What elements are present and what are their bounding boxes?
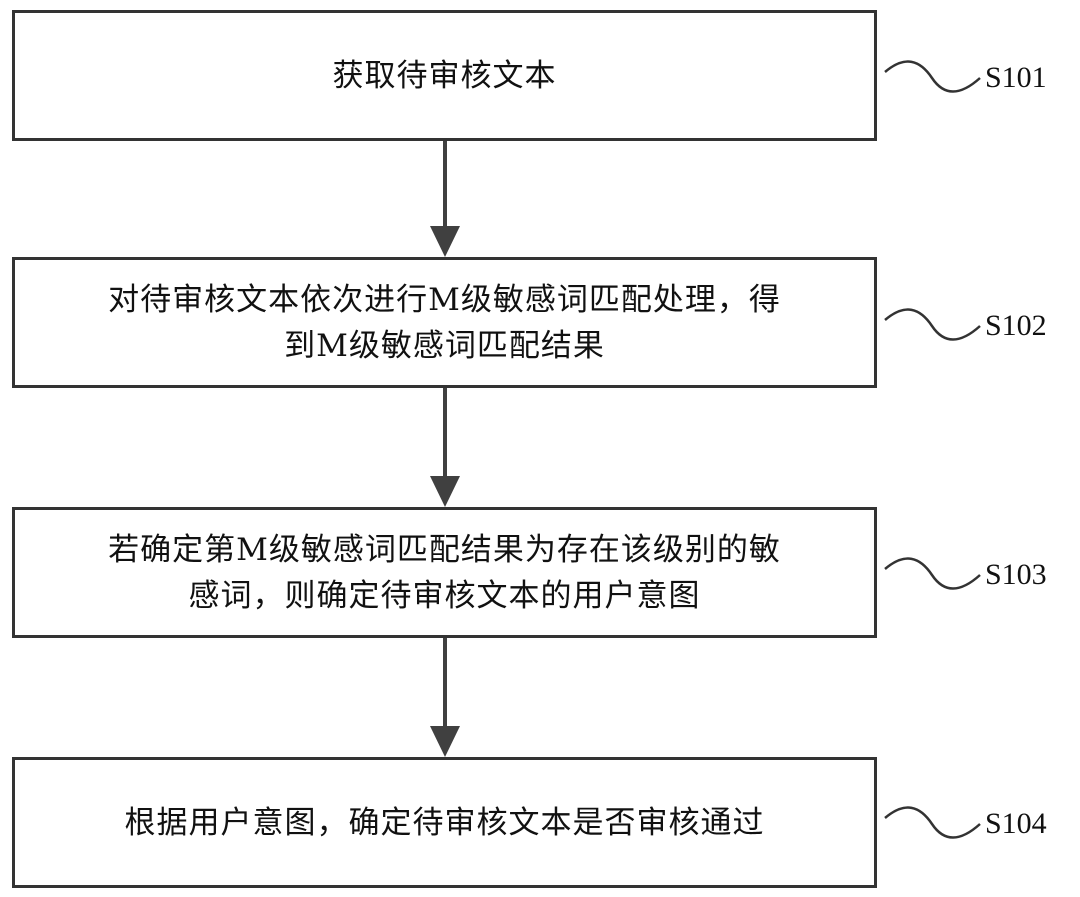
leader-line-s104 bbox=[884, 806, 981, 839]
step-text-s101: 获取待审核文本 bbox=[332, 57, 557, 94]
step-box-s101: 获取待审核文本 bbox=[12, 10, 877, 141]
leader-line-s101 bbox=[884, 60, 981, 93]
leader-line-s102 bbox=[884, 308, 981, 341]
arrow-s103-to-s104 bbox=[430, 638, 460, 757]
step-text-s102: 对待审核文本依次进行M级敏感词匹配处理，得 到M级敏感词匹配结果 bbox=[108, 281, 781, 364]
step-label-s104: S104 bbox=[985, 807, 1047, 840]
step-label-s103: S103 bbox=[985, 558, 1047, 591]
step-box-s102: 对待审核文本依次进行M级敏感词匹配处理，得 到M级敏感词匹配结果 bbox=[12, 257, 877, 388]
step-label-s101: S101 bbox=[985, 61, 1047, 94]
arrow-s102-to-s103 bbox=[430, 388, 460, 507]
arrow-s101-to-s102 bbox=[430, 141, 460, 257]
step-box-s104: 根据用户意图，确定待审核文本是否审核通过 bbox=[12, 757, 877, 888]
step-label-s102: S102 bbox=[985, 309, 1047, 342]
step-text-s103: 若确定第M级敏感词匹配结果为存在该级别的敏 感词，则确定待审核文本的用户意图 bbox=[108, 531, 781, 614]
step-text-s104: 根据用户意图，确定待审核文本是否审核通过 bbox=[124, 804, 765, 841]
leader-line-s103 bbox=[884, 557, 981, 590]
step-box-s103: 若确定第M级敏感词匹配结果为存在该级别的敏 感词，则确定待审核文本的用户意图 bbox=[12, 507, 877, 638]
